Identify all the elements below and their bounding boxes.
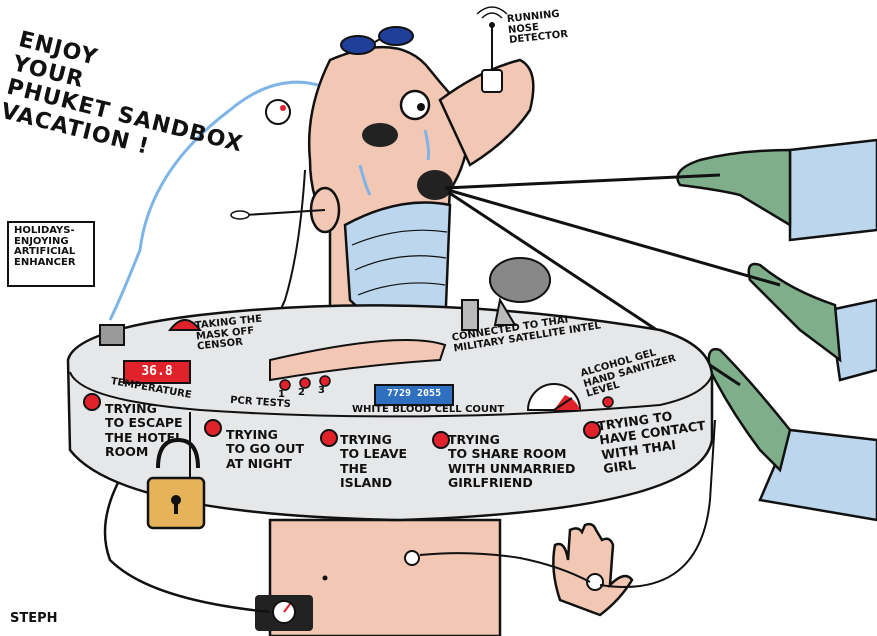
artist-signature: STEPH [10, 611, 58, 626]
eye [399, 89, 431, 121]
button-leave-island-label: TRYING TO LEAVE THE ISLAND [340, 432, 408, 491]
open-mouth [417, 170, 453, 200]
satellite-dish [461, 257, 551, 331]
ear-swab [230, 209, 326, 220]
pcr-lights [279, 375, 331, 391]
sunglasses [340, 26, 414, 55]
wbc-readout: 7729 2055 [386, 388, 442, 399]
holidays-enhancer-label: HOLIDAYS- ENJOYING ARTIFICIAL ENHANCER [14, 225, 76, 268]
temperature-display [123, 360, 191, 384]
wbc-label: WHITE BLOOD CELL COUNT [352, 404, 505, 415]
button-escape-hotel-label: TRYING TO ESCAPE THE HOTEL ROOM [105, 401, 183, 460]
pcr-number-2: 2 [298, 387, 305, 398]
long-nose [438, 58, 535, 167]
alarm-buttons [83, 393, 601, 449]
wbc-display [374, 384, 454, 406]
button-go-out-label: TRYING TO GO OUT AT NIGHT [226, 427, 305, 471]
pcr-number-1: 1 [278, 389, 285, 400]
machine-ring [66, 304, 714, 522]
antenna [476, 6, 508, 93]
running-nose-label: RUNNING NOSE DETECTOR [506, 8, 569, 47]
gel-gauge [526, 383, 614, 411]
mask-alarm-light [99, 319, 203, 346]
blood-pressure-band [255, 595, 313, 631]
temperature-readout: 36.8 [141, 364, 173, 379]
raised-hand [552, 522, 634, 617]
bruise [362, 123, 398, 147]
floating-eyeball [265, 99, 291, 125]
pcr-number-3: 3 [318, 385, 325, 396]
button-share-room-label: TRYING TO SHARE ROOM WITH UNMARRIED GIRL… [448, 432, 576, 491]
enhancer-label-box [7, 221, 95, 287]
padlock [146, 437, 206, 530]
